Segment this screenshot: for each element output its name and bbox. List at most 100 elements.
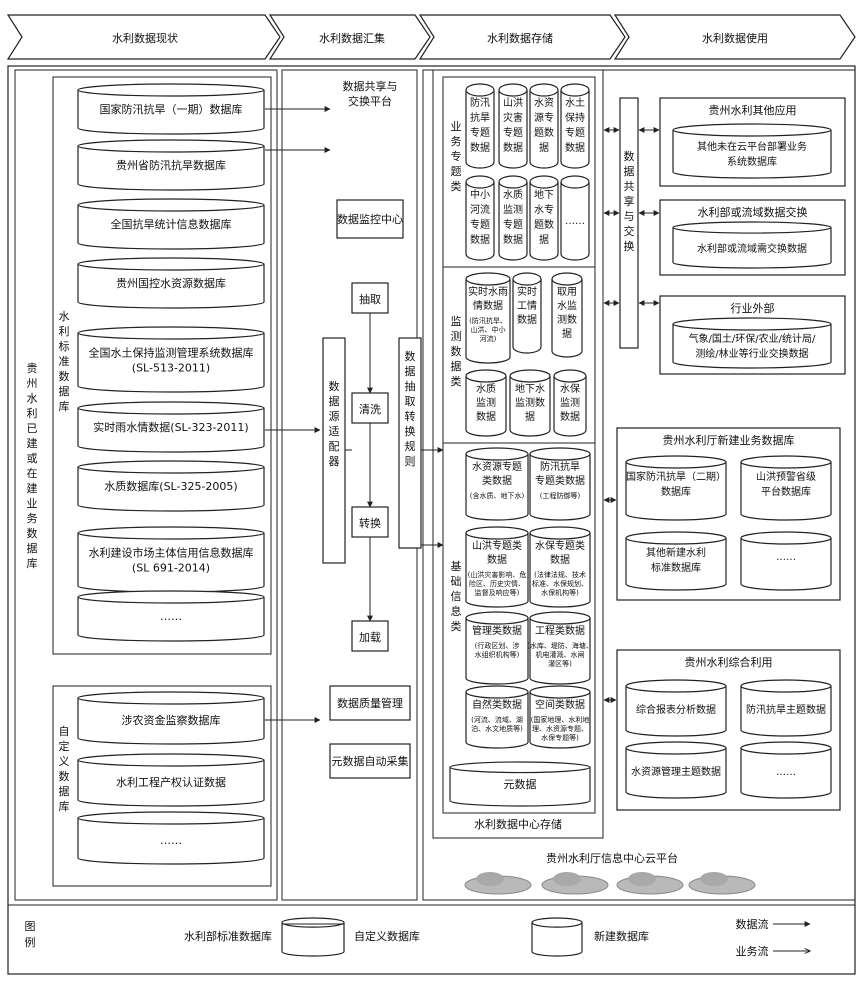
standard-db-group	[52, 76, 272, 655]
thematic-db-2-body	[498, 90, 528, 169]
basic-label: 类	[451, 619, 462, 633]
standard-db-label-5: 全国水土保持监测管理系统数据库	[89, 346, 254, 360]
phase-chevron-3	[418, 14, 626, 60]
standard-db-2-body	[77, 146, 265, 191]
basic-db-3-body	[465, 533, 529, 608]
new-db-4-body	[740, 538, 832, 591]
thematic-db-label-2: 数据	[503, 141, 523, 154]
monitor-db-5-body	[509, 376, 551, 437]
thematic-db-7	[529, 175, 559, 261]
share-exchange-label: 换	[624, 239, 635, 253]
thematic-db-6-body	[498, 182, 528, 261]
util-db-2-top	[740, 679, 832, 693]
thematic-db-1	[465, 83, 495, 169]
basic-db-sub-4: 标准、水保规划、	[532, 579, 588, 588]
new-db-4	[740, 531, 832, 591]
new-db-label-1: 国家防汛抗旱（二期）	[626, 470, 726, 483]
custom-db-2	[77, 753, 265, 807]
share-exchange-label: 共	[624, 180, 635, 193]
monitor-db-label-3: 测数	[557, 313, 577, 326]
etl-step-2	[351, 392, 389, 424]
basic-db-sub-8: 理、水资源专题、	[532, 724, 588, 733]
monitor-db-2-body	[512, 279, 542, 354]
basic-db-5-top	[465, 611, 529, 625]
new-db-4-top	[740, 531, 832, 545]
cloud-icon-puff-1	[476, 872, 504, 886]
basic-db-8	[529, 685, 591, 749]
custom-db-label: 库	[59, 800, 70, 813]
standard-db-2-top	[77, 139, 265, 153]
basic-db-7	[465, 685, 529, 749]
industry-db-label: 气象/国土/环保/农业/统计局/	[689, 332, 816, 345]
standard-db-label-8: (SL 691-2014)	[132, 562, 210, 575]
thematic-db-label-5: 数据	[470, 233, 490, 246]
thematic-db-label-5: 中小	[470, 188, 490, 201]
basic-db-sub-3: 监督及响应等)	[475, 588, 520, 597]
etl-rules-label: 换	[405, 424, 416, 438]
quality-mgmt-label: 数据质量管理	[337, 696, 403, 710]
basic-db-1	[465, 447, 529, 521]
monitor-db-6-top	[553, 369, 587, 383]
custom-db-3-body	[77, 818, 265, 865]
thematic-db-6	[498, 175, 528, 261]
basic-db-2-body	[529, 454, 591, 521]
monitor-db-label-2: 工情	[517, 299, 537, 312]
custom-db-label: 自	[59, 725, 70, 738]
standard-db-5	[77, 326, 265, 393]
legend-custom-label: 自定义数据库	[354, 929, 420, 943]
standard-db-label-4: 贵州国控水资源数据库	[116, 276, 226, 290]
usage-layer: 贵州水利其他应用其他未在云平台部署业务系统数据库水利部或流域数据交换水利部或流域…	[464, 97, 846, 895]
thematic-db-label-4: 水土	[565, 96, 585, 109]
monitor-db-1	[465, 272, 511, 364]
standard-db-8-top	[77, 526, 265, 540]
etl-step-label-2: 清洗	[359, 403, 381, 416]
thematic-db-label-5: 河流	[470, 203, 490, 216]
source-adapter-label: 源	[329, 409, 340, 423]
monitor-center-label: 数据监控中心	[337, 212, 403, 226]
existing-db-label: 库	[27, 557, 38, 570]
other-apps-db-label: 其他未在云平台部署业务	[697, 140, 807, 153]
monitor-label: 监	[451, 315, 462, 328]
standard-db-label-1: 国家防汛抗旱（一期）数据库	[100, 102, 243, 116]
basic-db-label-4: 水保专题类	[535, 539, 585, 552]
monitor-db-label-1: 实时水雨	[468, 285, 508, 298]
monitor-db-label-6: 水保	[560, 382, 580, 395]
new-db-2-body	[740, 462, 832, 521]
standard-db-label: 库	[59, 400, 70, 413]
basic-db-label-8: 空间类数据	[535, 698, 585, 711]
standard-db-3-body	[77, 205, 265, 250]
util-db-label-3: 水资源管理主题数据	[631, 765, 721, 778]
standard-db-5-top	[77, 326, 265, 340]
standard-db-7	[77, 460, 265, 512]
legend-standard-icon-top	[281, 917, 345, 928]
thematic-db-5	[465, 175, 495, 261]
industry-group-title: 行业外部	[731, 301, 775, 315]
cloud-icon-puff-2	[553, 872, 581, 886]
other-apps-db-body	[672, 130, 832, 179]
legend-title: 图	[25, 920, 36, 933]
legend-title: 例	[25, 935, 36, 949]
etl-step-label-1: 抽取	[359, 292, 381, 306]
basic-label: 基	[451, 560, 462, 573]
industry-db-body	[672, 324, 832, 369]
storage-use-frame	[422, 69, 856, 901]
legend-standard-icon-body	[281, 922, 345, 957]
basic-db-1-top	[465, 447, 529, 461]
custom-db-label: 定	[59, 739, 70, 753]
metadata-collect-label: 元数据自动采集	[332, 754, 409, 768]
new-db-label-4: ……	[776, 552, 796, 563]
etl-rules-box	[398, 337, 422, 549]
basic-db-label-5: 管理类数据	[472, 624, 522, 637]
thematic-db-8-body	[560, 182, 590, 261]
util-db-4	[740, 741, 832, 799]
existing-db-label: 州	[27, 377, 38, 390]
util-db-1	[625, 679, 727, 737]
monitor-db-label-2: 实时	[517, 285, 537, 298]
monitor-db-3-body	[551, 279, 583, 358]
standard-db-3	[77, 198, 265, 250]
new-db-label-3: 标准数据库	[651, 561, 701, 574]
basic-db-sub-4: 水保机构等)	[541, 588, 579, 597]
monitor-db-6-body	[553, 376, 587, 437]
thematic-db-label-7: 水专	[534, 203, 554, 216]
monitor-db-1-top	[465, 272, 511, 286]
